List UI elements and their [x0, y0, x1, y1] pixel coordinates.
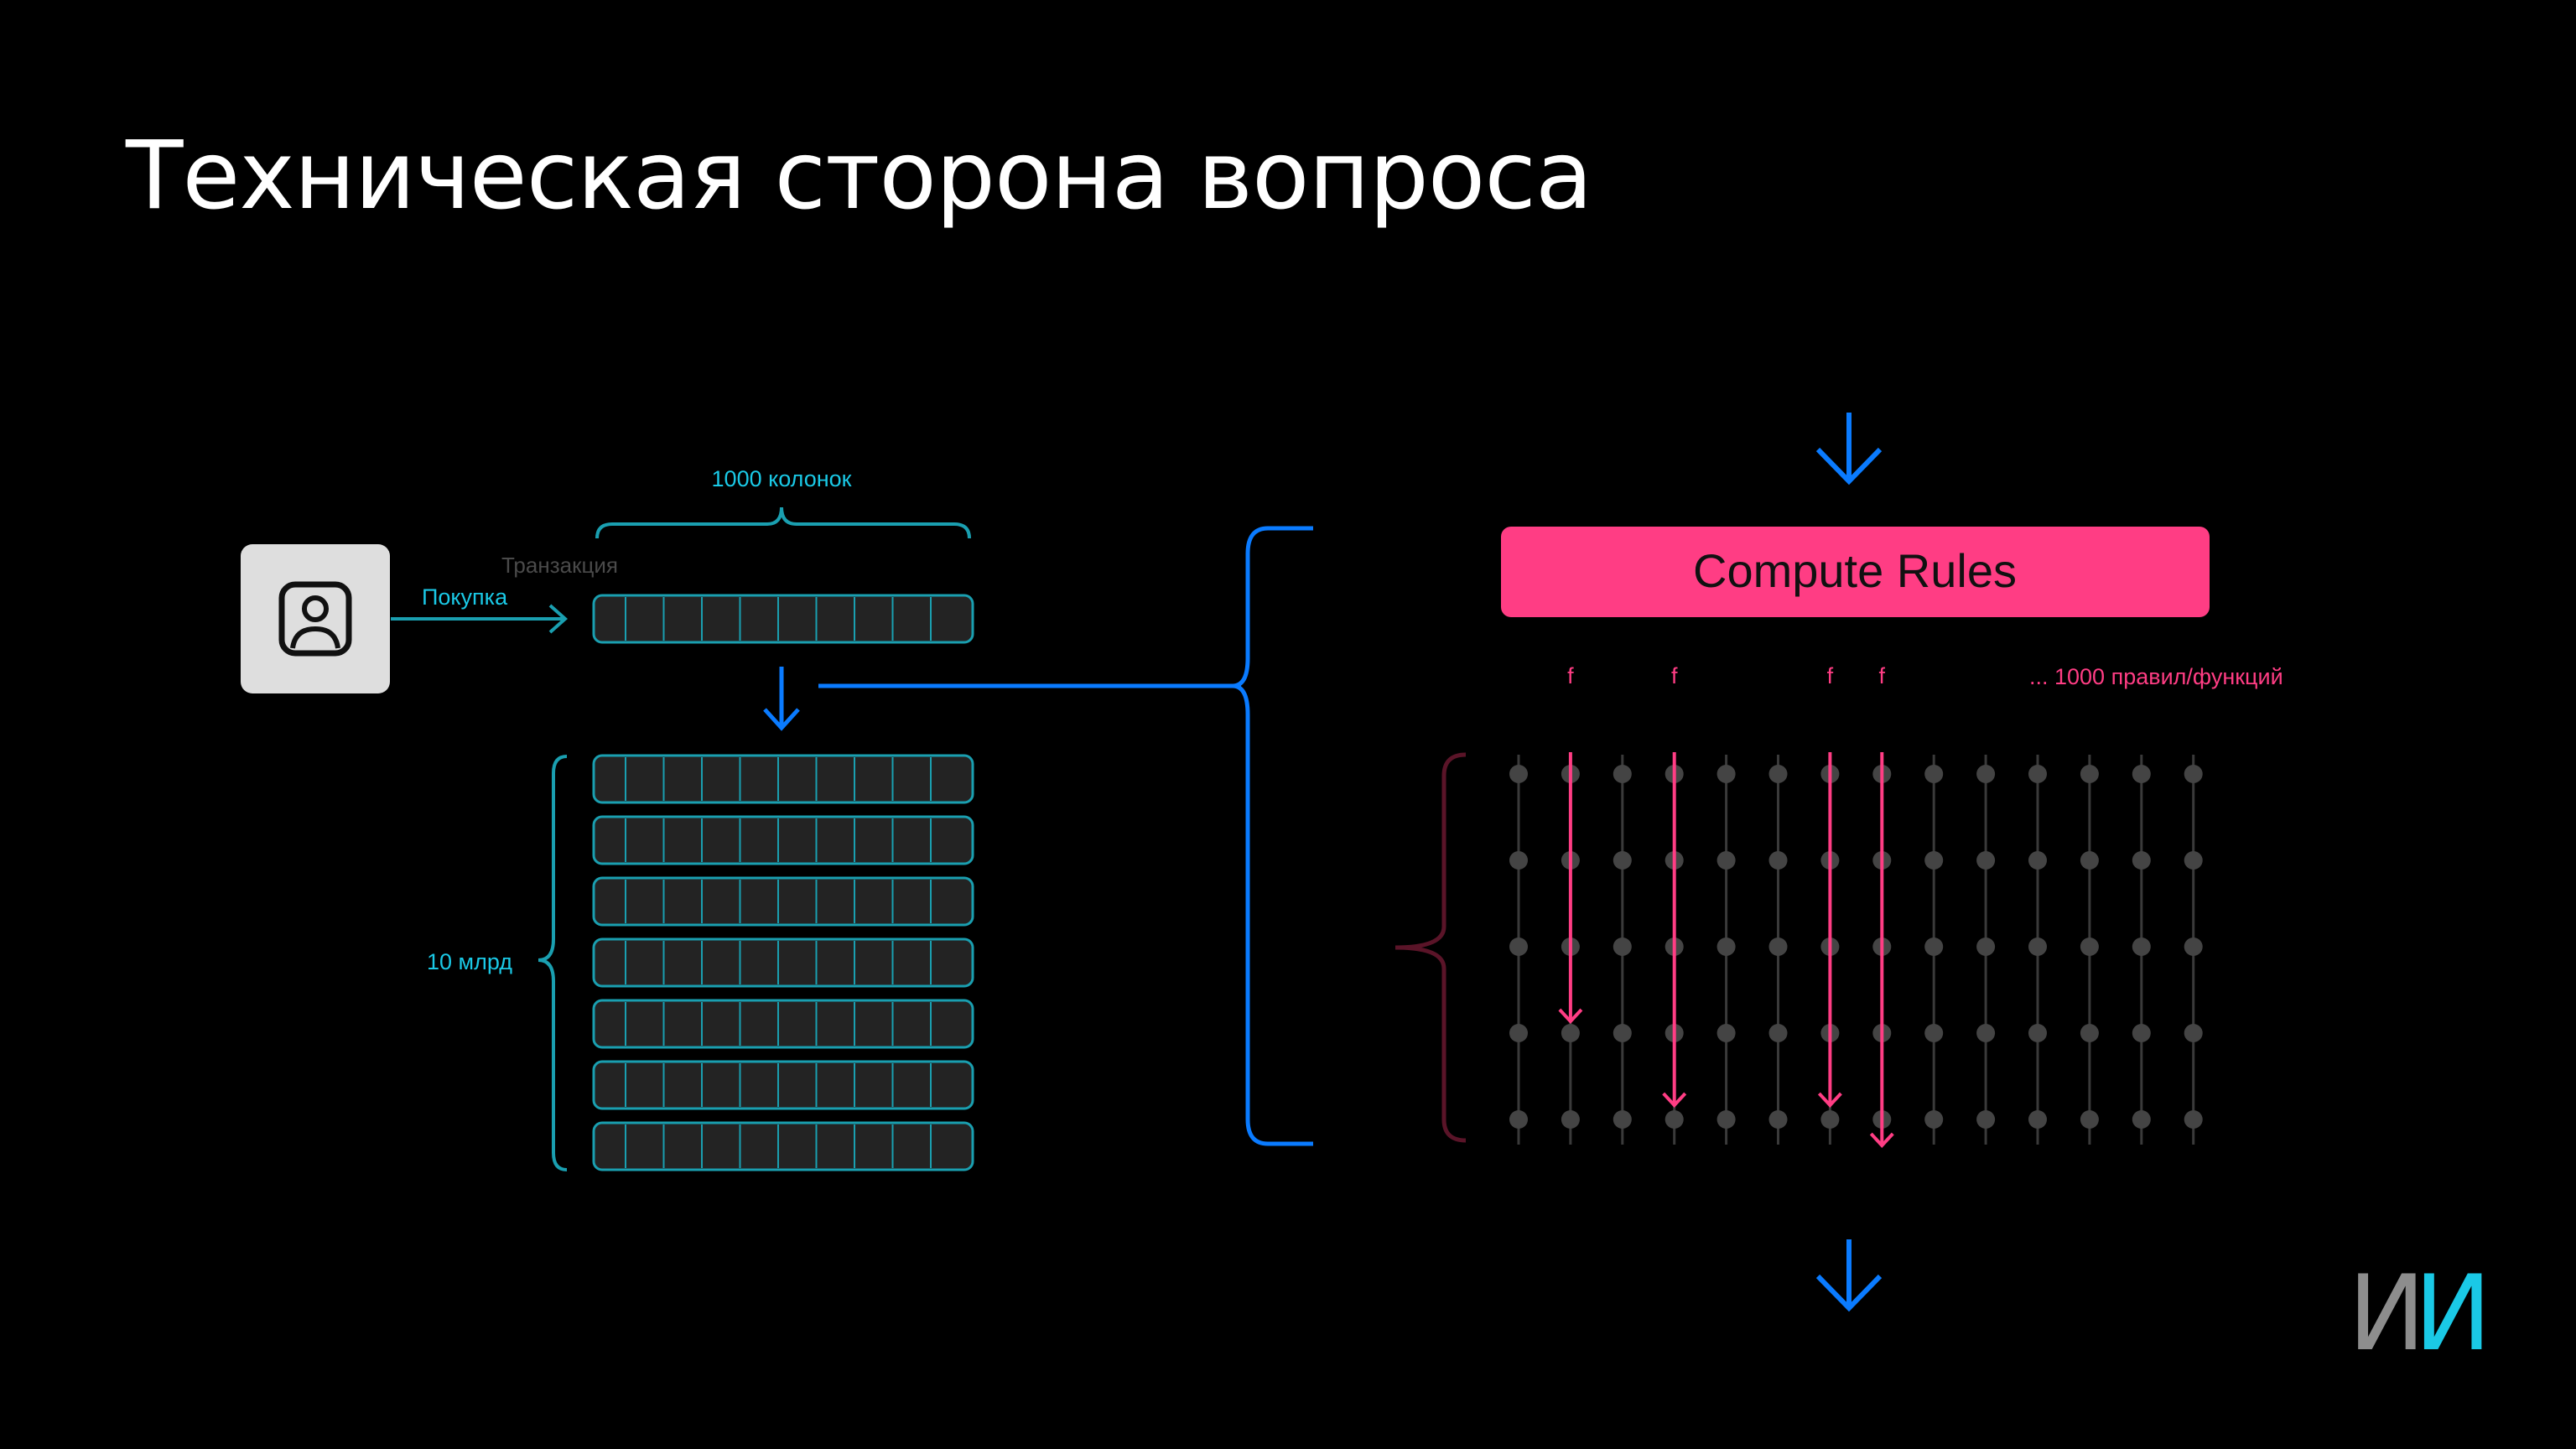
rule-node	[1976, 937, 1996, 956]
rule-node	[1924, 937, 1944, 956]
rule-node	[2080, 1110, 2099, 1129]
columns-brace	[595, 506, 971, 539]
rule-node	[1768, 851, 1788, 870]
transaction-row	[592, 594, 974, 644]
rule-node	[2028, 765, 2047, 783]
rule-node	[1924, 1024, 1944, 1042]
rule-node	[2028, 1024, 2047, 1042]
rule-node	[2184, 1110, 2203, 1129]
rules-grid	[1509, 755, 2203, 1145]
function-arrow-head	[1869, 1132, 1894, 1148]
rule-node	[1768, 937, 1788, 956]
rule-node	[1716, 1024, 1736, 1042]
rule-node	[2132, 1024, 2151, 1042]
down-arrow-top	[1815, 413, 1883, 486]
rule-node	[1613, 937, 1632, 956]
rule-node	[1613, 1024, 1632, 1042]
purchase-arrow	[391, 604, 569, 634]
transaction-row-cells	[592, 594, 974, 644]
logo-letter-cyan: И	[2413, 1254, 2492, 1374]
rules-count-label: ... 1000 правил/функций	[2029, 664, 2283, 689]
rule-node	[1976, 851, 1996, 870]
data-row	[592, 1060, 974, 1110]
user-card	[241, 544, 390, 693]
down-arrow-small	[763, 667, 800, 731]
function-label: f	[1671, 663, 1678, 688]
data-row	[592, 815, 974, 865]
rule-node	[1509, 937, 1528, 956]
rule-node	[1613, 765, 1632, 783]
rows-brace	[538, 755, 568, 1171]
columns-label: 1000 колонок	[712, 466, 852, 491]
function-label: f	[1879, 663, 1886, 688]
data-row	[592, 999, 974, 1049]
logo-letter-gray: И	[2348, 1254, 2426, 1374]
rule-node	[1716, 1110, 1736, 1129]
compute-rules-box: Compute Rules	[1501, 527, 2210, 617]
rule-node	[1820, 1110, 1840, 1129]
function-label: f	[1567, 663, 1574, 688]
rule-node	[2132, 765, 2151, 783]
rule-node	[1665, 1110, 1684, 1129]
rule-node	[2080, 1024, 2099, 1042]
function-label: f	[1827, 663, 1834, 688]
rule-node	[1716, 937, 1736, 956]
rule-node	[1509, 1110, 1528, 1129]
rule-node	[1613, 851, 1632, 870]
rule-node	[1561, 1110, 1580, 1129]
function-arrow-head	[1558, 1008, 1583, 1024]
rule-node	[2184, 851, 2203, 870]
compute-rules-label: Compute Rules	[1693, 544, 2017, 597]
rule-node	[2080, 851, 2099, 870]
rule-node	[1716, 851, 1736, 870]
rule-node	[1768, 1110, 1788, 1129]
rule-node	[1924, 765, 1944, 783]
function-arrow-head	[1662, 1092, 1687, 1108]
brand-logo: ИИ	[2348, 1262, 2491, 1366]
rule-node	[1924, 1110, 1944, 1129]
purchase-label: Покупка	[422, 584, 508, 610]
rule-node	[2028, 851, 2047, 870]
user-portrait-icon	[278, 581, 352, 657]
rule-node	[1509, 851, 1528, 870]
rule-node	[2184, 1024, 2203, 1042]
data-row	[592, 937, 974, 988]
function-arrow-head	[1817, 1092, 1842, 1108]
big-brace	[1232, 526, 1313, 1146]
rule-node	[1509, 1024, 1528, 1042]
rule-node	[2132, 1110, 2151, 1129]
rule-node	[1924, 851, 1944, 870]
rule-node	[1976, 1024, 1996, 1042]
rule-node	[1509, 765, 1528, 783]
rule-node	[1768, 1024, 1788, 1042]
rule-node	[2184, 765, 2203, 783]
rule-node	[2080, 765, 2099, 783]
rules-brace	[1394, 752, 1467, 1143]
data-rows-stack	[592, 754, 974, 1171]
data-row	[592, 1121, 974, 1171]
down-arrow-bottom	[1815, 1239, 1883, 1312]
rule-node	[1561, 1024, 1580, 1042]
slide-title: Техническая сторона вопроса	[126, 122, 1593, 231]
rows-label: 10 млрд	[427, 949, 512, 974]
rule-node	[2132, 937, 2151, 956]
rule-node	[2028, 937, 2047, 956]
rule-node	[1768, 765, 1788, 783]
rule-node	[1613, 1110, 1632, 1129]
data-row	[592, 876, 974, 927]
rule-node	[1976, 765, 1996, 783]
rule-node	[2028, 1110, 2047, 1129]
data-row	[592, 754, 974, 804]
rule-node	[1976, 1110, 1996, 1129]
rule-node	[2080, 937, 2099, 956]
transaction-label: Транзакция	[501, 553, 618, 578]
rule-node	[1716, 765, 1736, 783]
rule-node	[2184, 937, 2203, 956]
rule-node	[2132, 851, 2151, 870]
